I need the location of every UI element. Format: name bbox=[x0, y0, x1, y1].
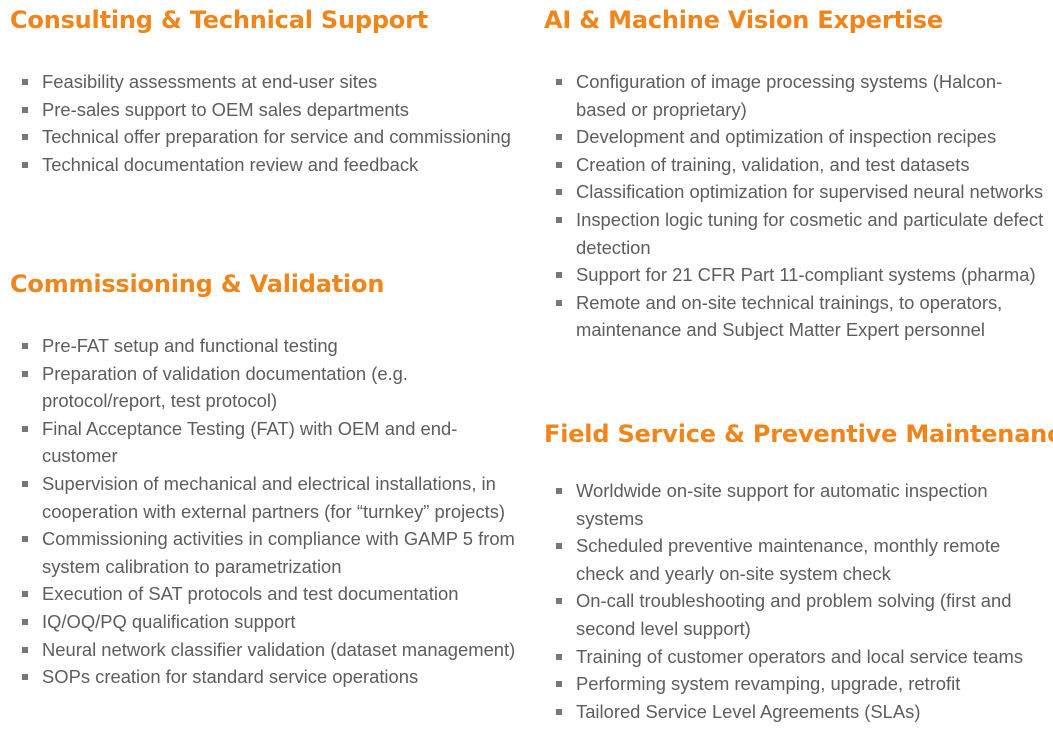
list-item: Development and optimization of inspecti… bbox=[555, 123, 1045, 151]
list-item: Execution of SAT protocols and test docu… bbox=[21, 580, 519, 608]
list-item: Feasibility assessments at end-user site… bbox=[21, 68, 519, 96]
commissioning-list: Pre-FAT setup and functional testing Pre… bbox=[21, 332, 519, 691]
commissioning-section: Commissioning & Validation Pre-FAT setup… bbox=[10, 269, 520, 687]
list-item: Inspection logic tuning for cosmetic and… bbox=[555, 206, 1045, 261]
bullet-icon bbox=[22, 106, 28, 113]
list-item: On-call troubleshooting and problem solv… bbox=[555, 587, 1045, 642]
list-item-text: Inspection logic tuning for cosmetic and… bbox=[576, 208, 1044, 258]
bullet-icon bbox=[556, 653, 562, 660]
list-item-text: Support for 21 CFR Part 11-compliant sys… bbox=[576, 264, 1036, 286]
bullet-icon bbox=[22, 79, 28, 85]
list-item: Technical offer preparation for service … bbox=[21, 123, 519, 151]
list-item: Worldwide on-site support for automatic … bbox=[555, 477, 1045, 532]
bullet-icon bbox=[556, 543, 562, 550]
list-item: Commissioning activities in compliance w… bbox=[21, 525, 519, 580]
list-item: Performing system revamping, upgrade, re… bbox=[555, 670, 1045, 698]
list-item-text: Pre-sales support to OEM sales departmen… bbox=[42, 98, 409, 120]
list-item-text: Technical offer preparation for service … bbox=[42, 126, 511, 148]
list-item-text: Classification optimization for supervis… bbox=[576, 181, 1044, 203]
list-item-text: Development and optimization of inspecti… bbox=[576, 126, 997, 148]
field-service-title: Field Service & Preventive Maintenance bbox=[544, 420, 1053, 448]
bullet-icon bbox=[556, 598, 562, 605]
list-item-text: SOPs creation for standard service opera… bbox=[42, 666, 419, 688]
list-item: Support for 21 CFR Part 11-compliant sys… bbox=[555, 261, 1045, 289]
bullet-icon bbox=[556, 299, 562, 306]
list-item-text: Configuration of image processing system… bbox=[576, 71, 1003, 120]
list-item-text: Worldwide on-site support for automatic … bbox=[576, 480, 988, 529]
list-item-text: IQ/OQ/PQ qualification support bbox=[42, 610, 296, 632]
list-item: Configuration of image processing system… bbox=[555, 68, 1045, 123]
list-item-text: Training of customer operators and local… bbox=[576, 645, 1024, 667]
bullet-icon bbox=[22, 161, 28, 168]
list-item: IQ/OQ/PQ qualification support bbox=[21, 608, 519, 636]
list-item-text: Tailored Service Level Agreements (SLAs) bbox=[576, 700, 921, 722]
list-item: Creation of training, validation, and te… bbox=[555, 151, 1045, 179]
list-item-text: Technical documentation review and feedb… bbox=[42, 153, 419, 175]
bullet-icon bbox=[22, 536, 28, 543]
bullet-icon bbox=[556, 216, 562, 223]
list-item: Technical documentation review and feedb… bbox=[21, 151, 519, 179]
ai-list: Configuration of image processing system… bbox=[555, 68, 1045, 344]
list-item: Training of customer operators and local… bbox=[555, 643, 1045, 671]
commissioning-title: Commissioning & Validation bbox=[10, 270, 385, 298]
bullet-icon bbox=[556, 272, 562, 279]
list-item-text: Commissioning activities in compliance w… bbox=[42, 528, 515, 577]
bullet-icon bbox=[22, 343, 28, 349]
list-item-text: Pre-FAT setup and functional testing bbox=[42, 335, 338, 356]
bullet-icon bbox=[22, 591, 28, 598]
list-item: Preparation of validation documentation … bbox=[21, 360, 519, 415]
bullet-icon bbox=[556, 79, 562, 85]
list-item-text: Final Acceptance Testing (FAT) with OEM … bbox=[42, 417, 458, 467]
bullet-icon bbox=[22, 674, 28, 681]
list-item: Final Acceptance Testing (FAT) with OEM … bbox=[21, 415, 519, 470]
bullet-icon bbox=[556, 708, 562, 715]
list-item-text: Preparation of validation documentation … bbox=[42, 362, 408, 412]
bullet-icon bbox=[556, 134, 562, 141]
bullet-icon bbox=[556, 488, 562, 494]
list-item: Classification optimization for supervis… bbox=[555, 178, 1045, 206]
list-item: Supervision of mechanical and electrical… bbox=[21, 470, 519, 525]
ai-title: AI & Machine Vision Expertise bbox=[544, 6, 943, 34]
bullet-icon bbox=[556, 161, 562, 168]
ai-section: AI & Machine Vision Expertise Configurat… bbox=[544, 5, 1050, 340]
list-item-text: Creation of training, validation, and te… bbox=[576, 153, 970, 175]
bullet-icon bbox=[22, 425, 28, 432]
list-item: Scheduled preventive maintenance, monthl… bbox=[555, 532, 1045, 587]
bullet-icon bbox=[556, 189, 562, 196]
list-item: Pre-sales support to OEM sales departmen… bbox=[21, 96, 519, 124]
list-item-text: Neural network classifier validation (da… bbox=[42, 638, 516, 660]
bullet-icon bbox=[556, 681, 562, 688]
bullet-icon bbox=[22, 370, 28, 377]
list-item-text: Execution of SAT protocols and test docu… bbox=[42, 583, 459, 605]
field-service-list: Worldwide on-site support for automatic … bbox=[555, 477, 1045, 725]
list-item: Tailored Service Level Agreements (SLAs) bbox=[555, 698, 1045, 726]
list-item: Neural network classifier validation (da… bbox=[21, 636, 519, 664]
list-item-text: Remote and on-site technical trainings, … bbox=[576, 291, 1003, 341]
list-item-text: Feasibility assessments at end-user site… bbox=[42, 71, 378, 92]
consulting-section: Consulting & Technical Support Feasibili… bbox=[10, 5, 520, 175]
list-item-text: Performing system revamping, upgrade, re… bbox=[576, 673, 961, 695]
field-service-section: Field Service & Preventive Maintenance W… bbox=[544, 419, 1053, 722]
list-item: Pre-FAT setup and functional testing bbox=[21, 332, 519, 360]
list-item: Remote and on-site technical trainings, … bbox=[555, 289, 1045, 344]
bullet-icon bbox=[22, 618, 28, 625]
consulting-list: Feasibility assessments at end-user site… bbox=[21, 68, 519, 178]
list-item: SOPs creation for standard service opera… bbox=[21, 663, 519, 691]
list-item-text: On-call troubleshooting and problem solv… bbox=[576, 590, 1012, 639]
list-item-text: Scheduled preventive maintenance, monthl… bbox=[576, 535, 1001, 584]
list-item-text: Supervision of mechanical and electrical… bbox=[42, 472, 506, 522]
bullet-icon bbox=[22, 134, 28, 141]
bullet-icon bbox=[22, 480, 28, 487]
consulting-title: Consulting & Technical Support bbox=[10, 6, 429, 34]
bullet-icon bbox=[22, 646, 28, 653]
